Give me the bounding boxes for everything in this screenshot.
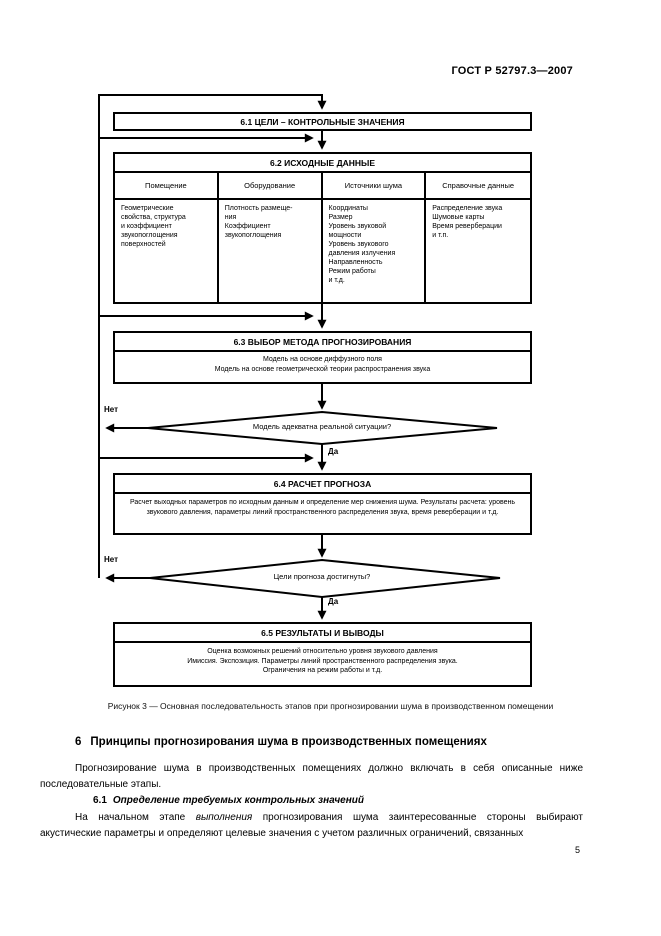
step-6-2-title: 6.2 ИСХОДНЫЕ ДАННЫЕ: [115, 154, 530, 173]
flowchart-step-6-2: 6.2 ИСХОДНЫЕ ДАННЫЕ Помещение Оборудован…: [113, 152, 532, 304]
step-6-1-title: 6.1 ЦЕЛИ – КОНТРОЛЬНЫЕ ЗНАЧЕНИЯ: [240, 116, 405, 127]
step-6-5-title: 6.5 РЕЗУЛЬТАТЫ И ВЫВОДЫ: [115, 624, 530, 643]
column-content-noise-sources: Координаты Размер Уровень звуковой мощно…: [323, 200, 427, 302]
flowchart-step-6-1: 6.1 ЦЕЛИ – КОНТРОЛЬНЫЕ ЗНАЧЕНИЯ: [113, 112, 532, 131]
column-header-reference-data: Справочные данные: [426, 173, 530, 200]
paragraph-1: Прогнозирование шума в производственных …: [40, 763, 583, 790]
subsection-heading: 6.1 Определение требуемых контрольных зна…: [93, 795, 364, 806]
subsection-title: Определение требуемых контрольных значен…: [112, 795, 364, 806]
step-6-3-content: Модель на основе диффузного поля Модель …: [214, 356, 431, 373]
decision-1-question: Модель адекватна реальной ситуации?: [252, 422, 392, 431]
flowchart-step-6-3: 6.3 ВЫБОР МЕТОДА ПРОГНОЗИРОВАНИЯ Модель …: [113, 331, 532, 384]
step-6-2-table: Помещение Оборудование Источники шума Сп…: [115, 173, 530, 302]
section-title: Принципы прогнозирования шума в производ…: [90, 736, 487, 748]
decision-2-no-label: Нет: [104, 555, 119, 564]
decision-2-question: Цели прогноза достигнуты?: [273, 572, 371, 581]
decision-1-yes-label: Да: [328, 447, 339, 456]
subsection-number: 6.1: [93, 795, 107, 806]
column-content-room: Геометрические свойства, структура и коэ…: [115, 200, 219, 302]
step-6-4-title: 6.4 РАСЧЕТ ПРОГНОЗА: [115, 475, 530, 494]
column-content-equipment: Плотность размеще- ния Коэффициент звуко…: [219, 200, 323, 302]
decision-1-no-label: Нет: [104, 405, 119, 414]
flowchart-step-6-5: 6.5 РЕЗУЛЬТАТЫ И ВЫВОДЫ Оценка возможных…: [113, 622, 532, 687]
decision-2-yes-label: Да: [328, 597, 339, 606]
paragraph-2-end: прогнозирования шума заинтересованные ст…: [40, 812, 583, 839]
section-number: 6: [75, 736, 82, 748]
paragraph-2-italic-word: выполнения: [195, 812, 253, 823]
column-header-noise-sources: Источники шума: [322, 173, 427, 200]
paragraph-2: На начальном этапе выполнения прогнозиро…: [40, 810, 583, 841]
page-number: 5: [575, 845, 581, 855]
decision-2-diamond: [149, 558, 501, 599]
step-6-4-content: Расчет выходных параметров по исходным д…: [129, 499, 516, 516]
column-header-room: Помещение: [115, 173, 219, 200]
column-content-reference-data: Распределение звука Шумовые карты Время …: [432, 205, 503, 239]
figure-caption: Рисунок 3 — Основная последовательность …: [107, 701, 554, 711]
column-header-equipment: Оборудование: [218, 173, 323, 200]
step-6-5-content: Оценка возможных решений относительно ур…: [187, 648, 458, 674]
flowchart-connectors: [98, 94, 501, 620]
flowchart-step-6-4: 6.4 РАСЧЕТ ПРОГНОЗА Расчет выходных пара…: [113, 473, 532, 535]
standard-number-header: ГОСТ Р 52797.3—2007: [451, 65, 573, 77]
section-heading: 6 Принципы прогнозирования шума в произво…: [75, 736, 487, 748]
decision-1-diamond: [147, 410, 498, 446]
step-6-3-title: 6.3 ВЫБОР МЕТОДА ПРОГНОЗИРОВАНИЯ: [115, 333, 530, 352]
paragraph-2-start: На начальном этапе: [75, 812, 196, 823]
